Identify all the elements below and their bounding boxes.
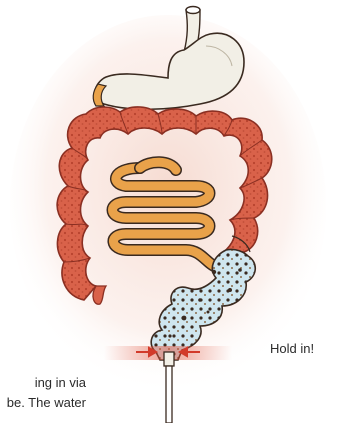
hold-in-label: Hold in! [270,341,314,356]
caption-line-1: ing in via [7,373,86,393]
enema-tube [164,352,174,423]
caption-line-2: be. The water [7,393,86,413]
caption-text: ing in via be. The water [7,373,86,413]
